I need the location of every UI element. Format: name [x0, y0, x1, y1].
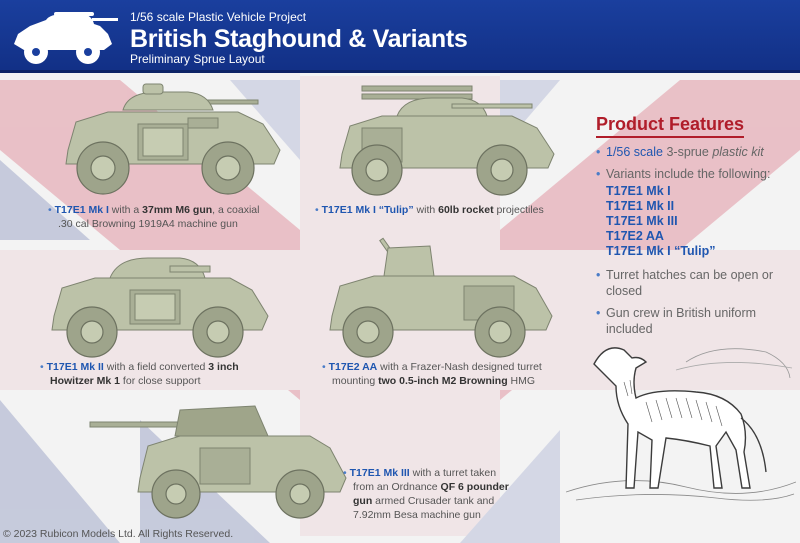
- caption-text: HMG: [507, 375, 536, 387]
- feature-item-crew: • Gun crew in British uniform included: [596, 305, 792, 337]
- bullet-icon: •: [315, 204, 319, 216]
- variant-item: T17E1 Mk II: [606, 199, 675, 213]
- feature-text: Turret hatches can be open or closed: [606, 268, 773, 298]
- caption-t17e1-mk1: • T17E1 Mk I with a 37mm M6 gun, a coaxi…: [48, 203, 259, 231]
- variant-item: T17E1 Mk I: [606, 184, 671, 198]
- variant-name: T17E1 Mk III: [349, 467, 410, 479]
- caption-highlight: 37mm M6 gun: [142, 204, 213, 216]
- caption-text: , a coaxial: [212, 204, 260, 216]
- caption-text: with a turret taken: [409, 467, 497, 479]
- bullet-icon: •: [322, 361, 326, 373]
- bullet-icon: •: [343, 467, 347, 479]
- caption-highlight: Howitzer Mk 1: [50, 375, 121, 387]
- caption-t17e1-mk3: • T17E1 Mk III with a turret taken from …: [343, 466, 509, 522]
- caption-text: with a Frazer-Nash designed turret: [377, 361, 542, 373]
- variant-list: T17E1 Mk I T17E1 Mk II T17E1 Mk III T17E…: [596, 184, 792, 259]
- caption-text: with a field converted: [103, 361, 209, 373]
- bullet-icon: •: [48, 204, 52, 216]
- caption-highlight: two 0.5-inch M2 Browning: [378, 375, 508, 387]
- variant-name: T17E1 Mk I: [54, 204, 109, 216]
- variant-name: T17E2 AA: [328, 361, 378, 373]
- caption-t17e1-tulip: • T17E1 Mk I “Tulip” with 60lb rocket pr…: [315, 203, 544, 217]
- variant-name: T17E1 Mk I “Tulip”: [321, 204, 414, 216]
- vehicle-t17e2-aa: [329, 237, 553, 358]
- project-label: 1/56 scale Plastic Vehicle Project: [130, 10, 307, 24]
- features-list: • 1/56 scale 3-sprue plastic kit • Varia…: [596, 144, 792, 343]
- variant-item: T17E1 Mk I “Tulip”: [606, 244, 716, 258]
- feature-text: Gun crew in British uniform included: [606, 306, 757, 336]
- copyright-footer: © 2023 Rubicon Models Ltd. All Rights Re…: [3, 528, 234, 540]
- caption-highlight: 3 inch: [208, 361, 239, 373]
- caption-text: with: [413, 204, 439, 216]
- caption-highlight: gun: [353, 495, 373, 507]
- header-banner: 1/56 scale Plastic Vehicle Project Briti…: [0, 0, 800, 73]
- feature-item-variants: • Variants include the following:: [596, 166, 792, 182]
- caption-highlight: 60lb rocket: [438, 204, 494, 216]
- caption-text: .30 cal Browning 1919A4 machine gun: [58, 218, 238, 230]
- bullet-icon: •: [596, 167, 601, 181]
- vehicle-t17e1-mk2: [51, 257, 269, 358]
- feature-item-scale: • 1/56 scale 3-sprue plastic kit: [596, 144, 792, 160]
- caption-highlight: QF 6 pounder: [440, 481, 509, 493]
- caption-text: for close support: [120, 375, 201, 387]
- bullet-icon: •: [596, 268, 601, 282]
- staghound-dog-illustration: [566, 347, 796, 501]
- feature-text: 3-sprue: [662, 145, 713, 159]
- variant-name: T17E1 Mk II: [46, 361, 104, 373]
- vehicle-t17e1-mk3: [89, 405, 347, 519]
- bullet-icon: •: [40, 361, 44, 373]
- caption-text: mounting: [332, 375, 379, 387]
- feature-highlight: 1/56 scale: [606, 145, 663, 159]
- caption-text: from an Ordnance: [353, 481, 441, 493]
- variant-item: T17E2 AA: [606, 229, 664, 243]
- variant-item: T17E1 Mk III: [606, 214, 678, 228]
- caption-t17e2-aa: • T17E2 AA with a Frazer-Nash designed t…: [322, 360, 542, 388]
- caption-text: projectiles: [493, 204, 544, 216]
- bullet-icon: •: [596, 145, 601, 159]
- staghound-silhouette-icon: [14, 12, 118, 64]
- vehicle-t17e1-mk1: [65, 83, 281, 195]
- caption-t17e1-mk2: • T17E1 Mk II with a field converted 3 i…: [40, 360, 239, 388]
- feature-text: Variants include the following:: [606, 167, 771, 181]
- page-title: British Staghound & Variants: [130, 25, 468, 53]
- caption-text: with a: [108, 204, 143, 216]
- feature-item-hatches: • Turret hatches can be open or closed: [596, 267, 792, 299]
- vehicle-t17e1-tulip: [339, 85, 555, 196]
- caption-text: armed Crusader tank and: [372, 495, 495, 507]
- features-title: Product Features: [596, 114, 745, 138]
- bullet-icon: •: [596, 306, 601, 320]
- feature-text: plastic kit: [712, 145, 764, 159]
- page-subtitle: Preliminary Sprue Layout: [130, 52, 265, 66]
- caption-text: 7.92mm Besa machine gun: [353, 509, 481, 521]
